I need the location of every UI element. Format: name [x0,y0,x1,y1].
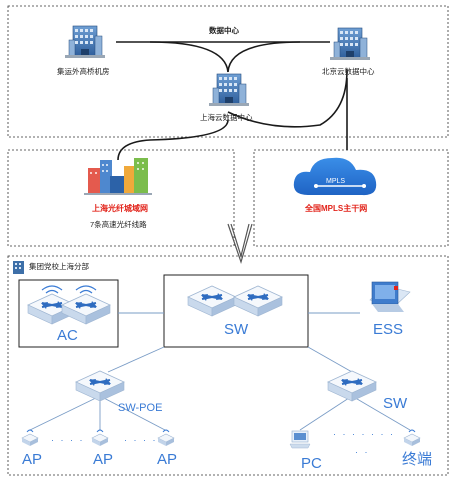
ac-device-icon [27,285,111,325]
label-ap-3: AP [157,451,178,468]
label-waigaoqiao: 集运外高桥机房 [57,67,110,76]
pc-icon [289,430,311,449]
building-icon-beijing [329,27,371,61]
label-ap-1: AP [22,451,43,468]
label-core-switch: SW [224,321,249,338]
mpls-cloud-icon [293,157,377,196]
datacenter-group-box [7,5,449,138]
ess-server-icon [369,281,411,312]
mpls-network-box [253,149,449,247]
dots-pc-2: · · [355,447,370,457]
label-mpls-cloud: MPLS [326,178,346,185]
terminal-icon [403,429,421,447]
dots-ap-2: · · · · [124,435,158,445]
label-mpls-network: 全国MPLS主干网 [305,204,368,213]
label-access-switch: SW [383,395,408,412]
dots-pc-1: · · · · · · · [333,429,395,439]
campus-box [7,255,449,476]
datacenter-links [116,41,348,161]
city-skyline-icon [84,158,152,195]
label-ess: ESS [373,321,404,338]
label-campus: 集团党校上海分部 [29,262,89,271]
label-beijing: 北京云数据中心 [322,67,375,76]
label-metro-network: 上海光纤城域网 [92,204,148,213]
label-ap-2: AP [93,451,114,468]
access-switch-icon [327,370,377,402]
label-pc: PC [301,455,322,472]
metro-network-box [7,149,235,247]
campus-links [29,312,411,431]
ap-icon-3 [157,429,175,447]
building-icon-waigaoqiao [64,25,106,59]
building-small-icon [13,261,24,274]
dots-ap-1: · · · · [51,435,85,445]
core-switch-box [163,274,309,348]
label-shanghai-dc: 上海云数据中心 [200,113,253,122]
ap-icon-1 [21,429,39,447]
poe-switch-icon [75,370,125,402]
label-terminal: 终端 [402,451,433,468]
label-ac: AC [57,327,78,344]
ap-icon-2 [91,429,109,447]
label-metro-desc: 7条高速光纤线路 [90,220,147,229]
building-icon-shanghai [208,73,250,107]
datacenter-title: 数据中心 [209,26,239,35]
label-sw-poe: SW-POE [118,402,163,414]
